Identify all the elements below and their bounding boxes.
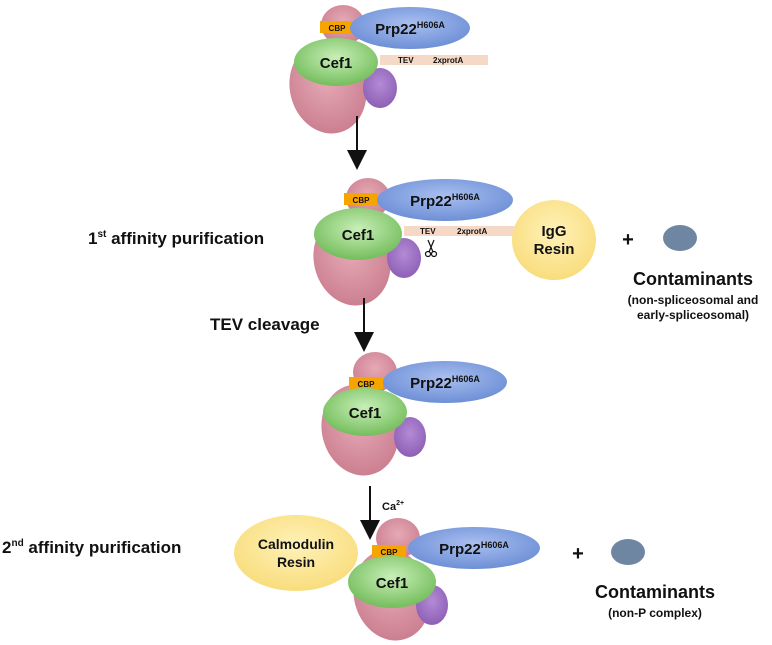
tev-cleavage-label: TEV cleavage bbox=[210, 315, 320, 334]
step1-label: 1st affinity purification bbox=[88, 229, 264, 248]
prp22-subunit bbox=[350, 7, 470, 49]
cef1-subunit bbox=[314, 208, 402, 260]
cef1-subunit bbox=[323, 388, 407, 436]
plus-sign-2: + bbox=[572, 543, 584, 565]
scissors-icon bbox=[424, 239, 438, 258]
tev-label: TEV bbox=[398, 56, 414, 65]
calmodulin-resin-line1: Calmodulin bbox=[258, 536, 334, 552]
cef1-label: Cef1 bbox=[349, 405, 382, 422]
prp22-subunit bbox=[383, 361, 507, 403]
purple-subunit bbox=[363, 68, 397, 108]
tag-bar bbox=[404, 226, 516, 236]
cbp-tag bbox=[344, 193, 378, 205]
igg-resin bbox=[512, 200, 596, 280]
purple-subunit bbox=[394, 417, 426, 457]
contaminants-desc-1b: early-spliceosomal) bbox=[637, 308, 749, 322]
cef1-subunit bbox=[348, 556, 436, 608]
plus-sign-1: + bbox=[622, 229, 634, 251]
prp22-label: Prp22H606A bbox=[410, 374, 480, 392]
contaminant-blob-2 bbox=[611, 539, 645, 565]
complex-after-tev: CBP Prp22H606A Cef1 bbox=[321, 352, 507, 476]
cbp-label: CBP bbox=[353, 196, 371, 205]
contaminants-title-2: Contaminants bbox=[595, 582, 715, 602]
prp22-label: Prp22H606A bbox=[375, 20, 445, 38]
cbp-label: CBP bbox=[329, 24, 347, 33]
purple-subunit bbox=[387, 238, 421, 278]
calmodulin-resin bbox=[234, 515, 358, 591]
complex-top: CBP Prp22H606A TEV 2xprotA Cef1 bbox=[289, 5, 488, 134]
igg-resin-line2: Resin bbox=[534, 241, 575, 258]
cbp-tag bbox=[320, 21, 354, 33]
cef1-label: Cef1 bbox=[342, 227, 375, 244]
igg-resin-line1: IgG bbox=[542, 223, 567, 240]
tag-bar bbox=[380, 55, 488, 65]
cbp-label: CBP bbox=[358, 380, 376, 389]
cbp-label: CBP bbox=[381, 548, 399, 557]
prp22-label: Prp22H606A bbox=[410, 192, 480, 210]
prp22-subunit bbox=[377, 179, 513, 221]
step2-label: 2nd affinity purification bbox=[2, 538, 181, 557]
contaminants-desc-2: (non-P complex) bbox=[608, 606, 702, 620]
prp22-subunit bbox=[408, 527, 540, 569]
prp22-label: Prp22H606A bbox=[439, 540, 509, 558]
tev-label: TEV bbox=[420, 227, 436, 236]
cef1-label: Cef1 bbox=[320, 55, 353, 72]
protA-label: 2xprotA bbox=[457, 227, 487, 236]
calcium-label: Ca2+ bbox=[382, 500, 404, 513]
calmodulin-resin-line2: Resin bbox=[277, 554, 315, 570]
contaminants-title-1: Contaminants bbox=[633, 269, 753, 289]
cef1-subunit bbox=[294, 38, 378, 86]
contaminant-blob-1 bbox=[663, 225, 697, 251]
cbp-tag bbox=[349, 377, 383, 389]
complex-calmodulin-bound: Calmodulin Resin CBP Prp22H606A Cef1 bbox=[234, 515, 540, 641]
cef1-label: Cef1 bbox=[376, 575, 409, 592]
complex-igg-bound: CBP Prp22H606A TEV 2xprotA Cef1 IgG Resi… bbox=[313, 178, 596, 306]
contaminants-desc-1a: (non-spliceosomal and bbox=[628, 293, 759, 307]
protA-label: 2xprotA bbox=[433, 56, 463, 65]
cbp-tag bbox=[372, 545, 406, 557]
